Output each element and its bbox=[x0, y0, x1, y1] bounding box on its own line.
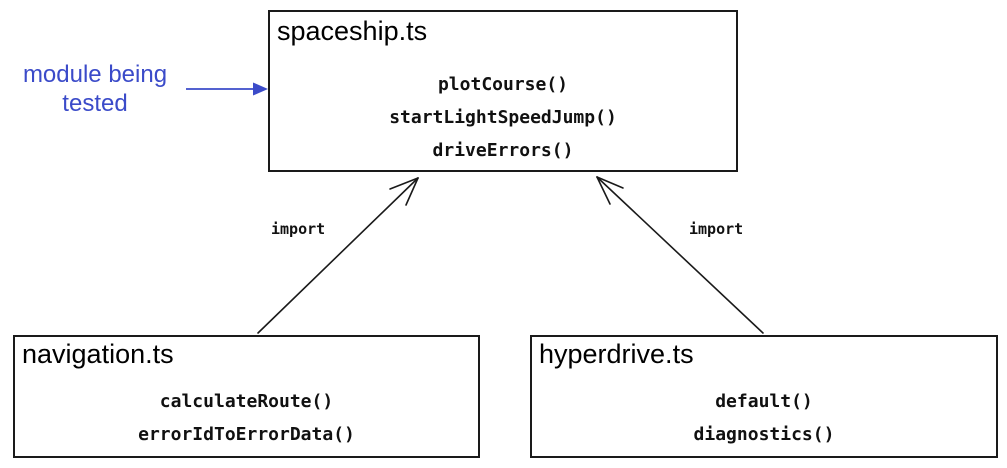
hyperdrive-module-title: hyperdrive.ts bbox=[539, 339, 694, 369]
function-diagnostics: diagnostics() bbox=[693, 424, 835, 445]
function-driveErrors: driveErrors() bbox=[432, 140, 574, 161]
annotation-arrow bbox=[186, 82, 268, 96]
function-default: default() bbox=[715, 391, 813, 412]
hyperdrive-function-list: default() diagnostics() bbox=[532, 385, 996, 451]
spaceship-module-box: spaceship.ts plotCourse() startLightSpee… bbox=[268, 10, 738, 172]
import-label-right: import bbox=[689, 220, 744, 238]
import-label-left: import bbox=[271, 220, 326, 238]
function-calculateRoute: calculateRoute() bbox=[159, 391, 334, 412]
import-arrow-right bbox=[596, 176, 764, 334]
module-being-tested-label: module being tested bbox=[0, 60, 190, 118]
navigation-function-list: calculateRoute() errorIdToErrorData() bbox=[15, 385, 478, 451]
function-errorIdToErrorData: errorIdToErrorData() bbox=[138, 424, 355, 445]
spaceship-function-list: plotCourse() startLightSpeedJump() drive… bbox=[270, 68, 736, 167]
navigation-module-box: navigation.ts calculateRoute() errorIdTo… bbox=[13, 335, 480, 458]
module-being-tested-line2: tested bbox=[62, 90, 128, 117]
function-startLightSpeedJump: startLightSpeedJump() bbox=[389, 107, 617, 128]
spaceship-module-title: spaceship.ts bbox=[277, 16, 428, 46]
import-arrow-left bbox=[257, 177, 419, 334]
module-being-tested-line1: module being bbox=[22, 61, 168, 88]
hyperdrive-module-box: hyperdrive.ts default() diagnostics() bbox=[530, 335, 998, 458]
navigation-module-title: navigation.ts bbox=[22, 339, 174, 369]
function-plotCourse: plotCourse() bbox=[437, 74, 569, 95]
